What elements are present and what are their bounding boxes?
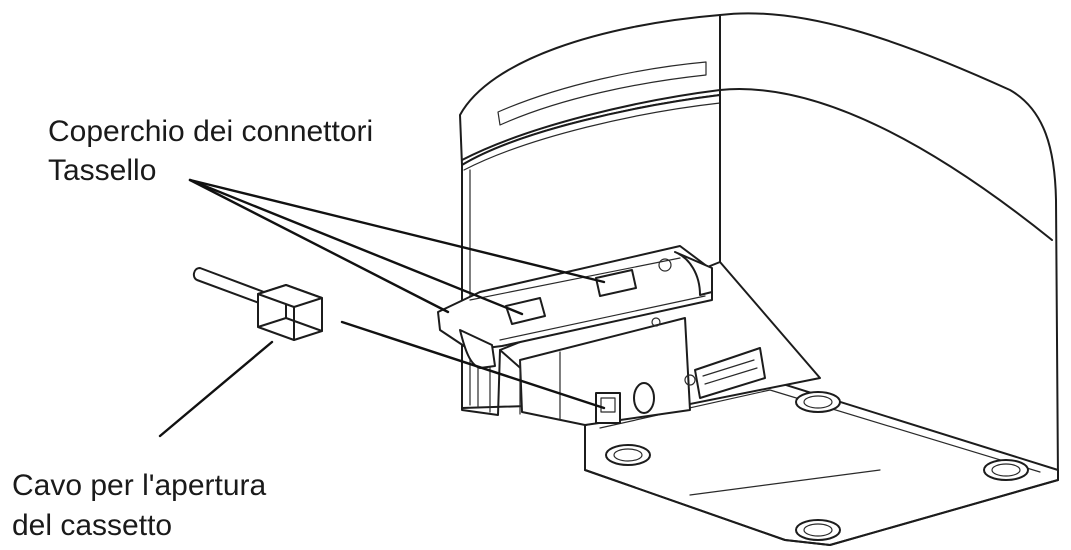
label-drawer-cable-line1: Cavo per l'apertura: [12, 469, 267, 502]
cover-seam-lower: [463, 102, 721, 171]
leader-cable-to-port: [340, 320, 606, 410]
foot-back-right: [983, 459, 1029, 481]
cover-plate: [437, 245, 713, 351]
round-port: [633, 382, 655, 414]
printer-base: [584, 379, 1059, 546]
base-groove: [689, 469, 881, 496]
label-drawer-cable-line2: del cassetto: [12, 509, 173, 542]
leader-tassello: [188, 178, 450, 314]
leader-lines: [158, 178, 606, 438]
label-tassello: Tassello: [48, 154, 157, 187]
cable-wire: [192, 267, 265, 305]
base-edge: [584, 469, 1059, 546]
drawer-cable: [192, 267, 323, 341]
leader-cover-left: [188, 178, 524, 316]
cover-slot-right: [595, 269, 637, 297]
foot-back-left: [795, 391, 841, 413]
cover-tab-right: [674, 251, 713, 296]
plug-top-face: [257, 284, 323, 308]
connector-screw: [684, 374, 696, 386]
cover-slot-left: [505, 297, 546, 325]
connector-compartment: [461, 261, 821, 426]
cover-seam: [461, 88, 1053, 241]
leader-cover-right: [188, 178, 606, 284]
cover-slot: [497, 61, 707, 126]
leader-cable-label: [158, 340, 274, 438]
foot-front-left: [605, 444, 651, 466]
label-connector-cover: Coperchio dei connettori: [48, 115, 374, 148]
serial-connector: [694, 347, 766, 399]
foot-front-right: [795, 519, 841, 541]
cover-tab-left: [459, 329, 496, 369]
rubber-feet: [605, 391, 1029, 541]
connector-cover: [437, 245, 713, 369]
